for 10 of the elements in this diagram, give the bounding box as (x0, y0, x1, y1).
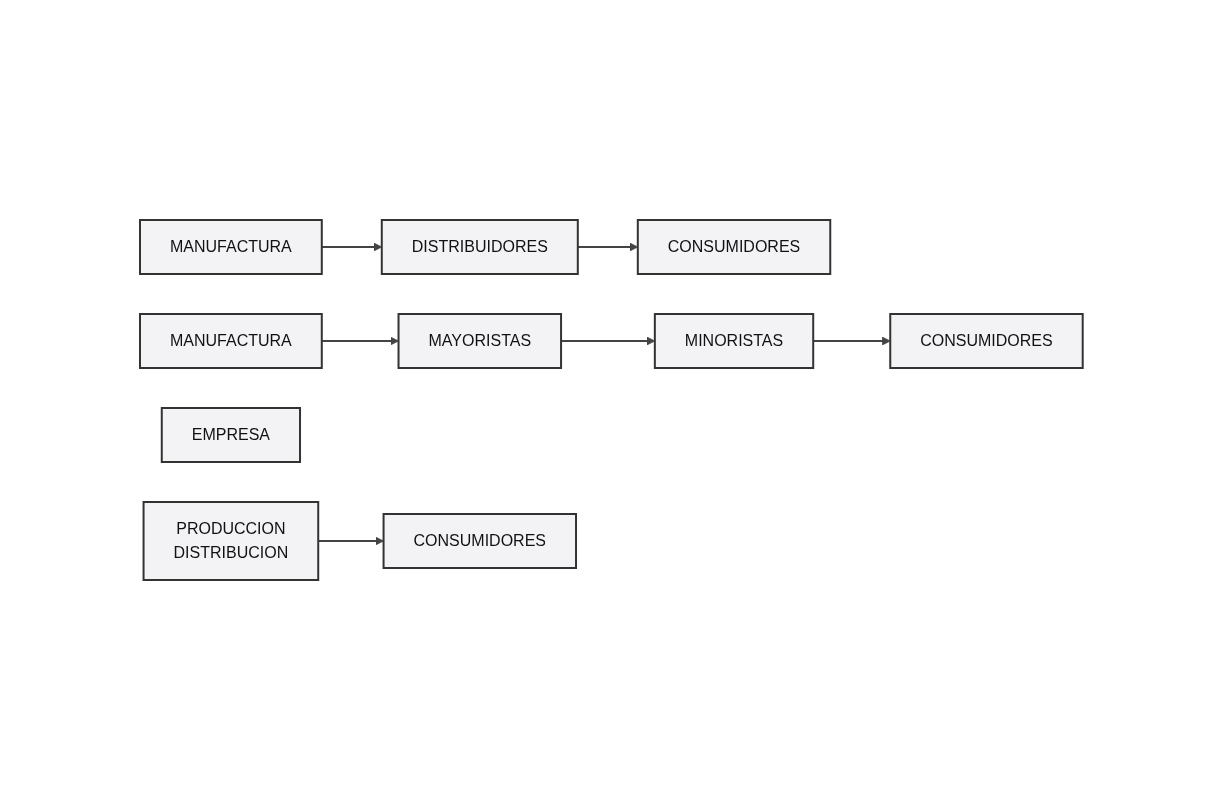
node-box: CONSUMIDORES (382, 513, 577, 569)
node-box: MAYORISTAS (397, 313, 562, 369)
node-box: MINORISTAS (653, 313, 814, 369)
node-box: CONSUMIDORES (888, 313, 1084, 369)
node-box: MANUFACTURA (138, 313, 323, 369)
node-box: CONSUMIDORES (636, 219, 831, 275)
node-box: DISTRIBUIDORES (380, 219, 579, 275)
node-box: EMPRESA (160, 407, 301, 463)
node-box: MANUFACTURA (138, 219, 323, 275)
node-box: PRODUCCION DISTRIBUCION (142, 501, 319, 581)
